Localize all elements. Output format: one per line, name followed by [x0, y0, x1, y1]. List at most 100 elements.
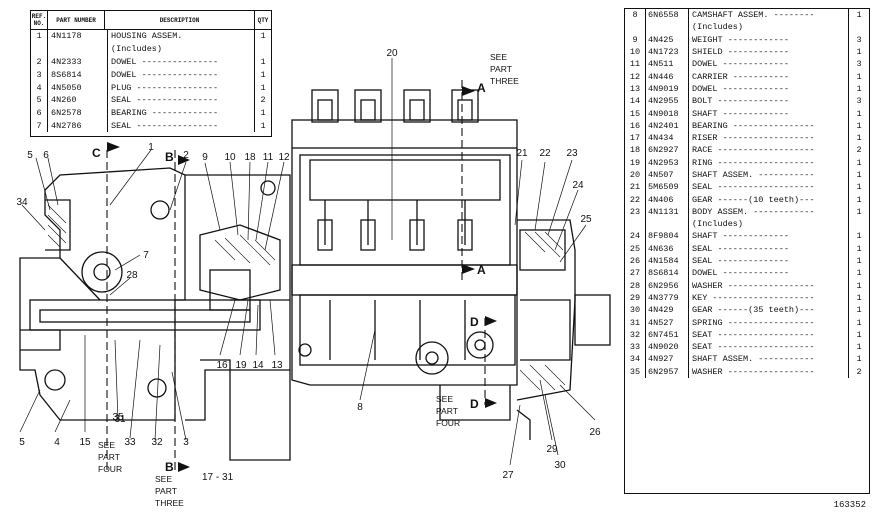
qty-cell: 1 [848, 341, 869, 354]
description-cell: WASHER ----------------- [692, 366, 815, 377]
qty-cell: 1 [254, 106, 271, 120]
description-cell: BEARING ---------------- [692, 120, 815, 131]
svg-text:3: 3 [183, 437, 189, 448]
svg-text:SEE: SEE [98, 440, 115, 450]
header-part-number: PART NUMBER [48, 11, 105, 29]
description-cell: RING ------------------- [692, 157, 815, 168]
qty-cell [848, 21, 869, 34]
part-number-cell: 8S6814 [646, 267, 689, 280]
qty-cell: 1 [848, 156, 869, 169]
part-number-cell [646, 21, 689, 34]
svg-text:9: 9 [202, 152, 208, 163]
section-d-top: D [470, 315, 479, 329]
svg-text:PART: PART [155, 486, 177, 496]
part-number-cell: 6N7451 [646, 328, 689, 342]
ref-no-cell: 25 [625, 242, 646, 255]
ref-no-cell: 3 [31, 68, 48, 82]
part-number-cell: 6N2956 [646, 279, 689, 292]
qty-cell: 1 [848, 353, 869, 366]
ref-no-cell: 11 [625, 58, 646, 71]
svg-text:5: 5 [27, 150, 33, 161]
svg-text:SEE: SEE [436, 394, 453, 404]
svg-text:24: 24 [572, 180, 584, 191]
svg-text:25: 25 [580, 214, 592, 225]
part-number-cell: 4N9019 [646, 82, 689, 96]
ref-no-cell [31, 42, 48, 56]
svg-text:12: 12 [278, 152, 290, 163]
svg-text:33: 33 [124, 437, 136, 448]
description-cell: GEAR ------(35 teeth)--- [692, 305, 815, 316]
svg-text:20: 20 [386, 48, 398, 59]
svg-text:29: 29 [546, 444, 558, 455]
section-b-top: B [165, 150, 174, 164]
description-cell: HOUSING ASSEM. [111, 31, 183, 42]
qty-cell: 1 [848, 82, 869, 96]
ref-no-cell: 5 [31, 93, 48, 107]
ref-no-cell: 29 [625, 291, 646, 305]
part-number-cell: 4N2333 [48, 55, 108, 69]
description-cell: BODY ASSEM. ------------ [692, 206, 815, 217]
description-cell: (Includes) [692, 219, 744, 230]
ref-no-cell: 4 [31, 81, 48, 94]
description-cell: (Includes) [692, 22, 744, 33]
svg-text:35: 35 [112, 412, 124, 423]
ref-no-cell: 14 [625, 95, 646, 108]
svg-text:23: 23 [566, 148, 578, 159]
section-d-bottom: D [470, 397, 479, 411]
description-cell: WEIGHT ------------ [692, 34, 789, 45]
part-number-cell: 6N2578 [48, 106, 108, 120]
ref-no-cell: 26 [625, 254, 646, 268]
part-number-cell: 6N2927 [646, 144, 689, 157]
part-number-cell: 4N429 [646, 304, 689, 317]
ref-no-cell: 24 [625, 230, 646, 243]
part-number-cell: 4N527 [646, 316, 689, 329]
svg-text:31: 31 [114, 414, 126, 425]
svg-text:4: 4 [54, 437, 60, 448]
description-cell: SHIELD ------------ [692, 47, 789, 58]
part-number-cell: 8S6814 [48, 68, 108, 82]
svg-text:15: 15 [79, 437, 91, 448]
description-cell: KEY -------------------- [692, 292, 815, 303]
section-b-bottom: B [165, 460, 174, 474]
range-label: 17 - 31 [202, 472, 234, 483]
description-cell: SEAL ------------------- [692, 182, 815, 193]
ref-no-cell: 2 [31, 55, 48, 69]
part-number-cell: 4N1584 [646, 254, 689, 268]
qty-cell: 1 [848, 291, 869, 305]
qty-cell [848, 218, 869, 231]
qty-cell: 2 [254, 93, 271, 107]
ref-no-cell: 31 [625, 316, 646, 329]
ref-no-cell: 19 [625, 156, 646, 169]
ref-no-cell: 6 [31, 106, 48, 120]
svg-text:PART: PART [436, 406, 458, 416]
qty-cell: 1 [848, 193, 869, 206]
part-number-cell: 4N2401 [646, 119, 689, 132]
svg-text:13: 13 [271, 360, 283, 371]
svg-text:18: 18 [244, 152, 256, 163]
ref-no-cell: 35 [625, 365, 646, 378]
part-number-cell: 4N9020 [646, 341, 689, 354]
svg-text:22: 22 [539, 148, 551, 159]
svg-text:SEE: SEE [490, 52, 507, 62]
part-number-cell: 4N1723 [646, 45, 689, 59]
svg-text:30: 30 [554, 460, 566, 471]
